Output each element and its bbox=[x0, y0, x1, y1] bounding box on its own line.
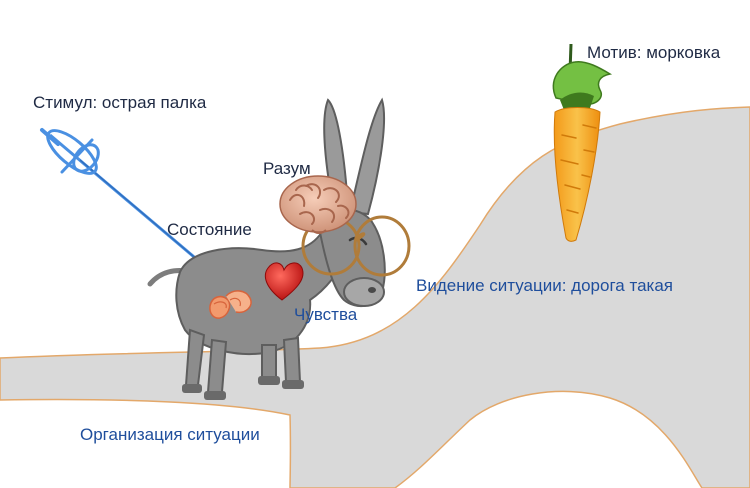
organization-label: Организация ситуации bbox=[80, 425, 260, 444]
sword-icon bbox=[40, 128, 201, 264]
stimulus-label: Стимул: острая палка bbox=[33, 93, 207, 112]
feelings-label: Чувства bbox=[294, 305, 358, 324]
brain-icon bbox=[279, 175, 357, 234]
heart-icon bbox=[264, 262, 304, 301]
state-label: Состояние bbox=[167, 220, 252, 239]
mind-label: Разум bbox=[263, 159, 311, 178]
carrot-icon bbox=[552, 43, 613, 242]
motive-label: Мотив: морковка bbox=[587, 43, 721, 62]
vision-label: Видение ситуации: дорога такая bbox=[416, 276, 673, 295]
organs-icon bbox=[209, 290, 252, 319]
